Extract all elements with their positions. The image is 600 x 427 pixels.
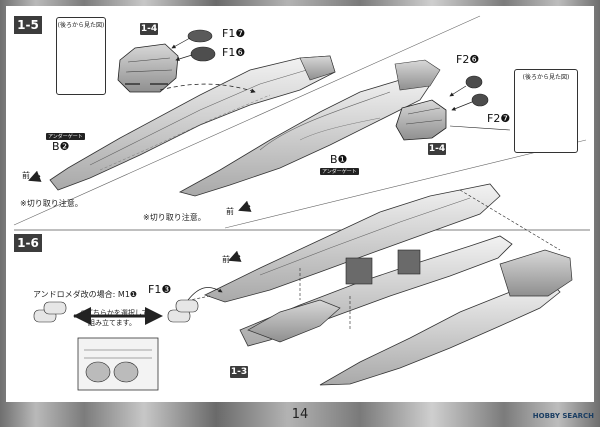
diagonal-separator [13,15,481,226]
f2-7-part [471,93,489,107]
part-label-f1-7: F1❼ [222,27,246,40]
hull-right-assembled [319,249,573,386]
rear-view-right-box: (後ろから見た図) [514,69,578,153]
part-label-f2-6: F2❻ [456,53,480,66]
hull-right-half [178,59,441,197]
part-label-m1: アンドロメダ改の場合: M1❶ [33,290,138,299]
cut-note-right: ※切り取り注意。 [143,213,206,222]
detail-closeup [77,337,159,391]
step-1-6-number: 1-6 [14,234,42,252]
rear-view-left-box: (後ろから見た図) [56,17,106,95]
choose-note-line-1: ※どちらかを選択して [80,309,149,317]
watermark: HOBBY SEARCH [532,412,594,420]
rear-view-left-title: (後ろから見た図) [57,22,105,29]
page-number: 14 [291,407,309,422]
part-label-b2: B❷ [52,140,70,153]
f1-3-part [167,299,199,323]
part-label-b1: B❶ [330,153,348,166]
step-1-5-number: 1-5 [14,16,42,34]
callout-1-3: 1-3 [230,366,248,378]
under-gate-tag-2: アンダーゲート [320,168,359,175]
f1-7-part [187,29,213,43]
engine-block [395,99,447,141]
front-label-3: 前 [222,255,230,264]
front-arrow-icon [228,250,242,262]
front-arrow-icon [238,200,252,212]
callout-1-4-left: 1-4 [140,23,158,35]
hull-left-half [49,55,336,191]
bridge-module [117,43,179,93]
sub-assembly-1-3 [247,299,341,343]
part-label-f1-3: F1❸ [148,283,172,296]
part-label-f2-7: F2❼ [487,112,511,125]
front-arrow-icon [28,170,42,182]
choose-note-line-2: 組み立てます。 [88,319,136,327]
diagonal-separator [224,139,587,229]
m1-part [33,301,67,323]
f1-6-part [190,46,216,62]
under-gate-tag-1: アンダーゲート [46,133,85,140]
callout-1-4-right: 1-4 [428,143,446,155]
hull-assembled [203,183,501,303]
rear-view-right-title: (後ろから見た図) [522,74,570,81]
part-label-f1-6: F1❻ [222,46,246,59]
cut-note-left: ※切り取り注意。 [20,199,83,208]
front-label-1: 前 [22,171,30,180]
front-label-2: 前 [226,207,234,216]
f2-6-part [465,75,483,89]
